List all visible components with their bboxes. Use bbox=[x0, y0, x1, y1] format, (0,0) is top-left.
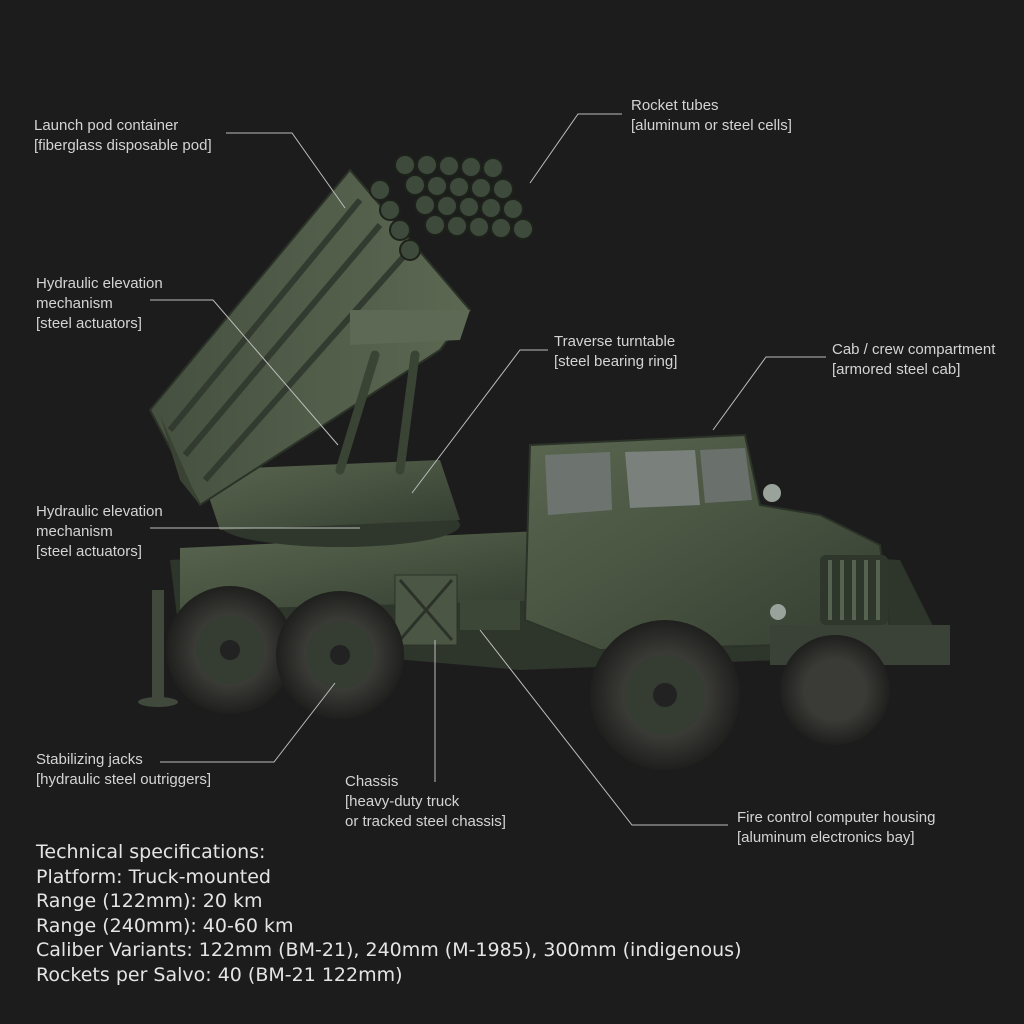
callout-title: Cab / crew compartment bbox=[832, 341, 996, 358]
callout-material: or tracked steel chassis] bbox=[345, 813, 506, 830]
spec-caliber: Caliber Variants: 122mm (BM-21), 240mm (… bbox=[36, 939, 742, 961]
callout-title: mechanism bbox=[36, 295, 113, 312]
wheel-front bbox=[590, 620, 740, 770]
callout-material: [heavy-duty truck bbox=[345, 793, 460, 810]
callout-title: Traverse turntable bbox=[554, 333, 676, 350]
callout-traverse: Traverse turntable [steel bearing ring] bbox=[554, 332, 677, 372]
callout-title: Launch pod container bbox=[34, 117, 179, 134]
callout-material: [fiberglass disposable pod] bbox=[34, 137, 212, 154]
leader-rocket-tubes bbox=[529, 113, 622, 184]
leader-lines bbox=[150, 113, 826, 826]
leader-launch-pod bbox=[226, 132, 346, 209]
callout-title: mechanism bbox=[36, 523, 113, 540]
rocket-tubes bbox=[369, 154, 534, 261]
hydraulic-actuators bbox=[335, 350, 420, 475]
callout-material: [armored steel cab] bbox=[832, 361, 961, 378]
wheel-rear-1 bbox=[166, 586, 294, 714]
callout-cab: Cab / crew compartment [armored steel ca… bbox=[832, 340, 995, 380]
callout-title: Chassis bbox=[345, 773, 399, 790]
wheel-front-far bbox=[780, 635, 890, 745]
callout-hydraulic-upper: Hydraulic elevation mechanism [steel act… bbox=[36, 274, 163, 334]
stabilizing-jack bbox=[138, 590, 178, 707]
specs-heading: Technical specifications: bbox=[36, 841, 266, 863]
callout-title: Fire control computer housing bbox=[737, 809, 936, 826]
callout-title: Hydraulic elevation bbox=[36, 275, 163, 292]
callout-jacks: Stabilizing jacks [hydraulic steel outri… bbox=[36, 750, 211, 790]
callout-fire-control: Fire control computer housing [aluminum … bbox=[737, 808, 935, 848]
callout-material: [steel actuators] bbox=[36, 315, 142, 332]
callout-title: Rocket tubes bbox=[631, 97, 719, 114]
callout-hydraulic-lower: Hydraulic elevation mechanism [steel act… bbox=[36, 502, 163, 562]
leader-jacks bbox=[160, 682, 336, 763]
callout-material: [hydraulic steel outriggers] bbox=[36, 771, 212, 788]
callout-material: [aluminum electronics bay] bbox=[737, 829, 915, 846]
callout-material: [aluminum or steel cells] bbox=[631, 117, 792, 134]
leader-traverse bbox=[411, 349, 548, 494]
technical-specifications: Technical specifications: Platform: Truc… bbox=[36, 840, 741, 987]
callout-title: Stabilizing jacks bbox=[36, 751, 143, 768]
leader-fire-control bbox=[479, 629, 728, 826]
callout-chassis: Chassis [heavy-duty truck or tracked ste… bbox=[345, 772, 506, 832]
callout-title: Hydraulic elevation bbox=[36, 503, 163, 520]
spec-range-240: Range (240mm): 40-60 km bbox=[36, 914, 294, 937]
spec-rockets: Rockets per Salvo: 40 (BM-21 122mm) bbox=[36, 963, 403, 986]
leader-cab bbox=[712, 356, 826, 431]
callout-rocket-tubes: Rocket tubes [aluminum or steel cells] bbox=[631, 96, 792, 136]
callout-material: [steel actuators] bbox=[36, 543, 142, 560]
traverse-turntable bbox=[200, 460, 460, 547]
callout-material: [steel bearing ring] bbox=[554, 353, 678, 370]
callout-launch-pod: Launch pod container [fiberglass disposa… bbox=[34, 116, 212, 156]
spec-range-122: Range (122mm): 20 km bbox=[36, 890, 263, 912]
wheel-rear-2 bbox=[276, 591, 404, 719]
spec-platform: Platform: Truck-mounted bbox=[36, 865, 271, 888]
wheels bbox=[166, 586, 890, 770]
cab bbox=[523, 433, 950, 665]
leader-hydraulic-upper bbox=[150, 299, 339, 446]
launch-pod bbox=[148, 168, 472, 507]
